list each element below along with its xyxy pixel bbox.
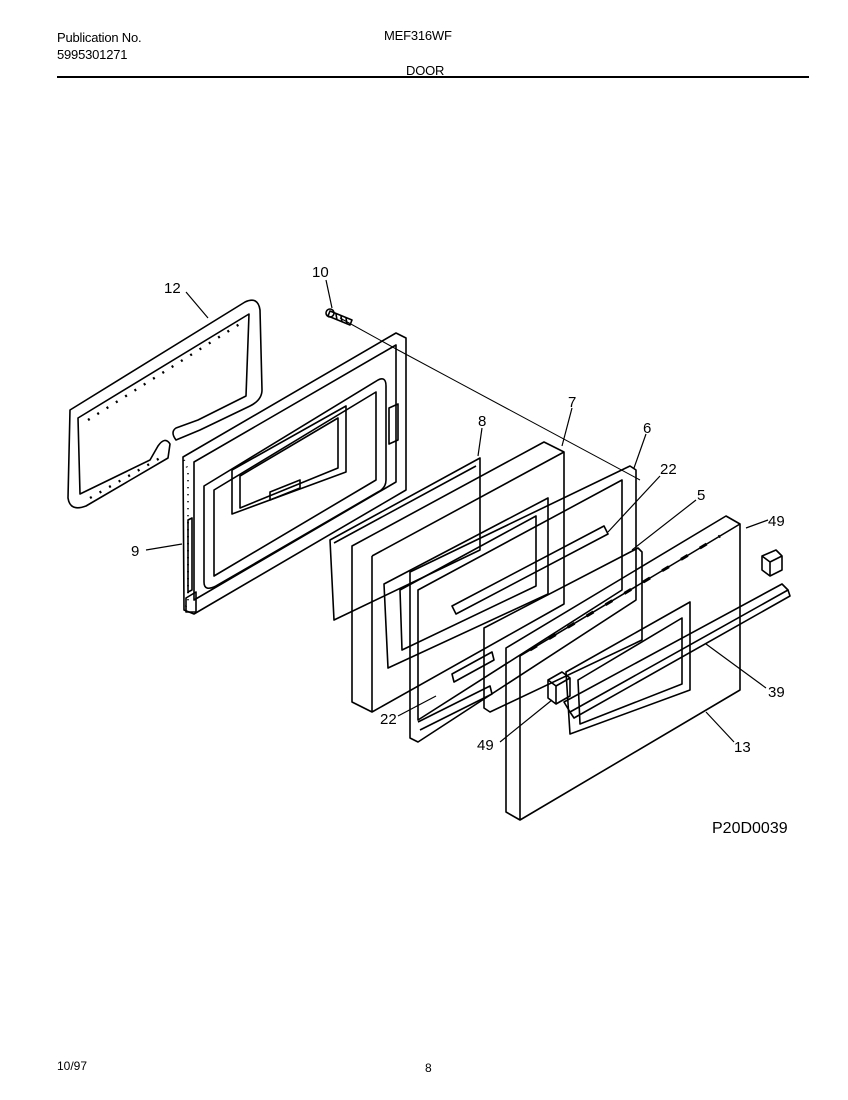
outer-door-panel-part bbox=[505, 515, 741, 821]
footer-date: 10/97 bbox=[57, 1059, 88, 1073]
callout-6: 6 bbox=[643, 420, 651, 437]
inner-glass-panel-part bbox=[409, 465, 637, 743]
alignment-line bbox=[339, 317, 641, 481]
leader-lines bbox=[145, 279, 769, 743]
callout-49-lower: 49 bbox=[477, 737, 494, 754]
publication-label: Publication No. bbox=[57, 30, 142, 45]
callout-13: 13 bbox=[734, 739, 751, 756]
section-title: DOOR bbox=[406, 63, 445, 78]
callout-12: 12 bbox=[164, 280, 181, 297]
outer-glass-part bbox=[483, 547, 643, 713]
handle-end-cap-part bbox=[761, 549, 783, 577]
callout-8: 8 bbox=[478, 413, 486, 430]
header-rule bbox=[57, 76, 809, 78]
publication-number: 5995301271 bbox=[57, 47, 128, 62]
callout-5: 5 bbox=[697, 487, 705, 504]
callout-39: 39 bbox=[768, 684, 785, 701]
drawing-code: P20D0039 bbox=[712, 820, 788, 837]
model-number: MEF316WF bbox=[384, 28, 452, 43]
handle-end-cap-part bbox=[547, 671, 571, 705]
inner-door-frame-part bbox=[182, 332, 407, 615]
callout-7: 7 bbox=[568, 394, 576, 411]
screw-part bbox=[325, 308, 353, 326]
door-gasket-part bbox=[67, 299, 263, 509]
page-number: 8 bbox=[425, 1061, 432, 1075]
callout-22-lower: 22 bbox=[380, 711, 397, 728]
door-handle-part bbox=[563, 583, 791, 719]
callout-9: 9 bbox=[131, 543, 139, 560]
insulation-part bbox=[329, 457, 481, 621]
callout-10: 10 bbox=[312, 264, 329, 281]
callout-22: 22 bbox=[660, 461, 677, 478]
callout-49: 49 bbox=[768, 513, 785, 530]
